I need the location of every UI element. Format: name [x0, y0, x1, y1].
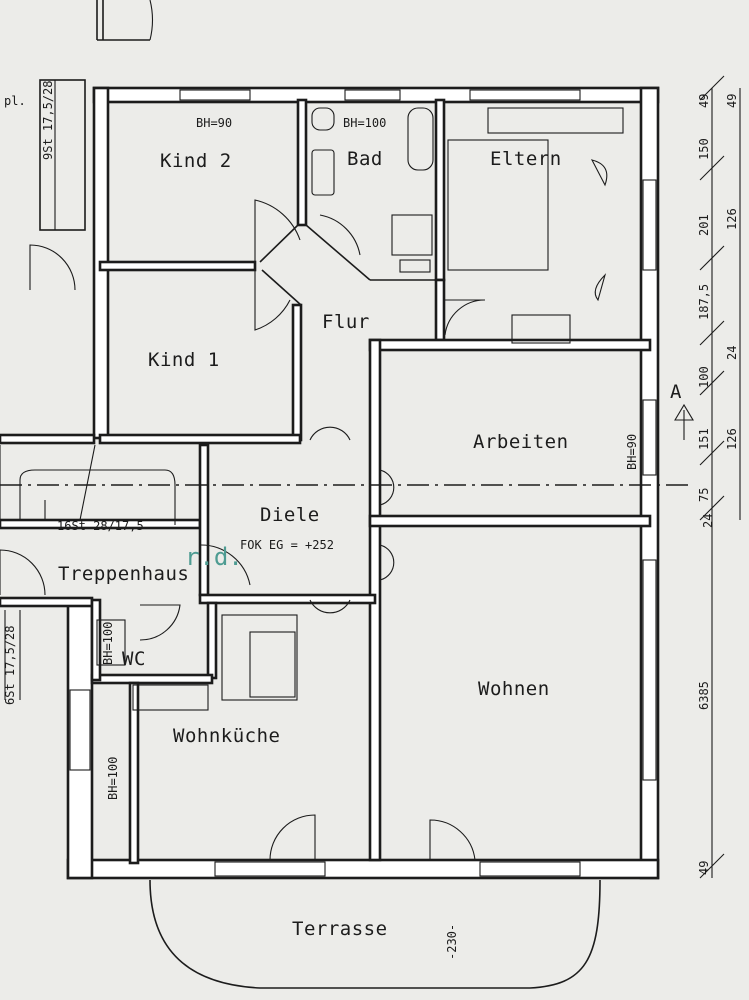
label-wohnen: Wohnen — [478, 678, 550, 700]
dimension-line — [699, 75, 741, 879]
windows — [69, 89, 657, 877]
label-treppenhaus: Treppenhaus — [58, 563, 189, 585]
dim-inner-0: 49 — [725, 94, 739, 108]
dim-outer-5: 151 — [697, 428, 711, 450]
terrace — [149, 879, 601, 989]
label-eltern: Eltern — [490, 148, 562, 170]
note-bh-kind2: BH=90 — [196, 116, 232, 130]
note-fok: FOK EG = +252 — [240, 538, 334, 552]
dim-outer-4: 100 — [697, 366, 711, 388]
stairs — [0, 79, 176, 700]
fixtures — [96, 107, 624, 711]
dim-outer-0: 49 — [697, 94, 711, 108]
outer-walls — [0, 86, 660, 880]
section-line — [0, 403, 694, 486]
note-stair-mid: 16St 28/17,5 — [57, 519, 144, 533]
label-bad: Bad — [347, 148, 383, 170]
note-bh-wc: BH=100 — [101, 622, 115, 665]
dim-outer-6: 75 — [697, 488, 711, 502]
dim-inner-3: 126 — [725, 428, 739, 450]
label-kind1: Kind 1 — [148, 349, 220, 371]
label-arbeiten: Arbeiten — [473, 431, 569, 453]
dim-outer-1: 150 — [697, 138, 711, 160]
dim-inner-2: 24 — [725, 346, 739, 360]
doors — [0, 199, 486, 861]
dim-outer-8: 49 — [697, 861, 711, 875]
dim-inner-4: 24 — [701, 514, 715, 528]
note-bh-kueche: BH=100 — [106, 757, 120, 800]
flur-diagonals — [259, 224, 436, 306]
stamp-mark: r.d. — [185, 543, 243, 571]
terrace-dim: -230- — [445, 924, 459, 960]
note-partial-left: pl. — [4, 94, 26, 108]
top-left-fragment — [96, 0, 154, 41]
dim-outer-7: 6385 — [697, 681, 711, 710]
label-diele: Diele — [260, 504, 320, 526]
note-stair-top: 9St 17,5/28 — [41, 81, 55, 160]
note-bh-arbeiten: BH=90 — [625, 434, 639, 470]
interior-walls — [90, 98, 652, 865]
label-terrasse: Terrasse — [292, 918, 388, 940]
label-flur: Flur — [322, 311, 370, 333]
note-bh-bad: BH=100 — [343, 116, 386, 130]
dim-inner-1: 126 — [725, 208, 739, 230]
label-kind2: Kind 2 — [160, 150, 232, 172]
note-stair-bottom: 6St 17,5/28 — [3, 626, 17, 705]
dim-outer-3: 187,5 — [697, 284, 711, 320]
section-marker: A — [670, 381, 682, 403]
label-wohnkueche: Wohnküche — [173, 725, 280, 747]
label-wc: WC — [122, 648, 146, 670]
dim-outer-2: 201 — [697, 214, 711, 236]
